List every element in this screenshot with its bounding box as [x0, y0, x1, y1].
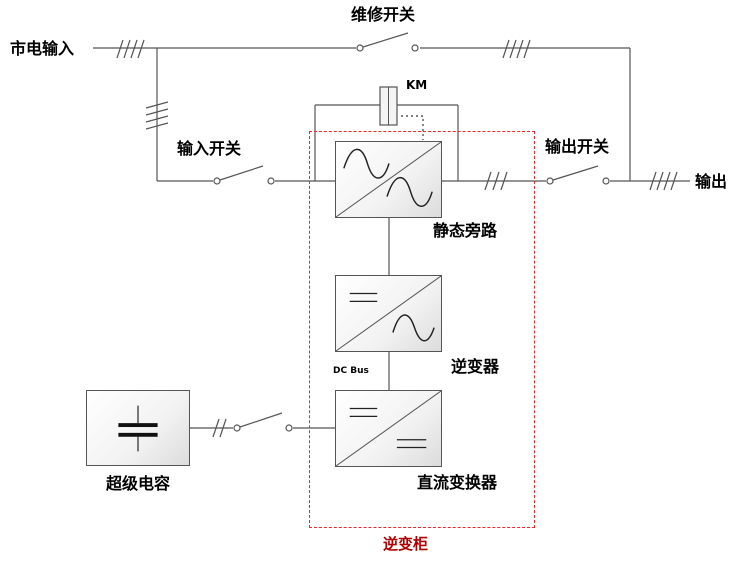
- supercap-switch-symbol: [233, 412, 293, 432]
- dc-bus-label: DC Bus: [333, 366, 369, 376]
- km-control-link: [401, 115, 424, 140]
- input-switch-symbol: [213, 165, 275, 185]
- inverter-cabinet-frame: [309, 131, 535, 528]
- dc-converter-block: [335, 390, 442, 467]
- inverter-label: 逆变器: [451, 357, 500, 376]
- maintenance-switch-symbol: [356, 32, 419, 52]
- static-bypass-block: [335, 141, 442, 218]
- inverter-cabinet-label: 逆变柜: [383, 535, 429, 553]
- km-label: KM: [406, 78, 428, 92]
- maintenance-switch-label: 维修开关: [351, 5, 416, 24]
- mains-input-label: 市电输入: [10, 39, 75, 58]
- inverter-block: [335, 275, 442, 352]
- capacitor-plate-bottom: [118, 432, 158, 437]
- supercapacitor-label: 超级电容: [106, 474, 171, 493]
- capacitor-plate-top: [118, 423, 158, 428]
- output-label: 输出: [695, 172, 728, 191]
- output-switch-symbol: [546, 165, 610, 185]
- input-switch-label: 输入开关: [177, 139, 242, 158]
- dc-converter-label: 直流变换器: [417, 473, 498, 492]
- phase-hash-marks: [116, 39, 678, 438]
- output-switch-label: 输出开关: [545, 137, 610, 156]
- static-bypass-label: 静态旁路: [433, 221, 498, 240]
- supercapacitor-block: [86, 390, 190, 466]
